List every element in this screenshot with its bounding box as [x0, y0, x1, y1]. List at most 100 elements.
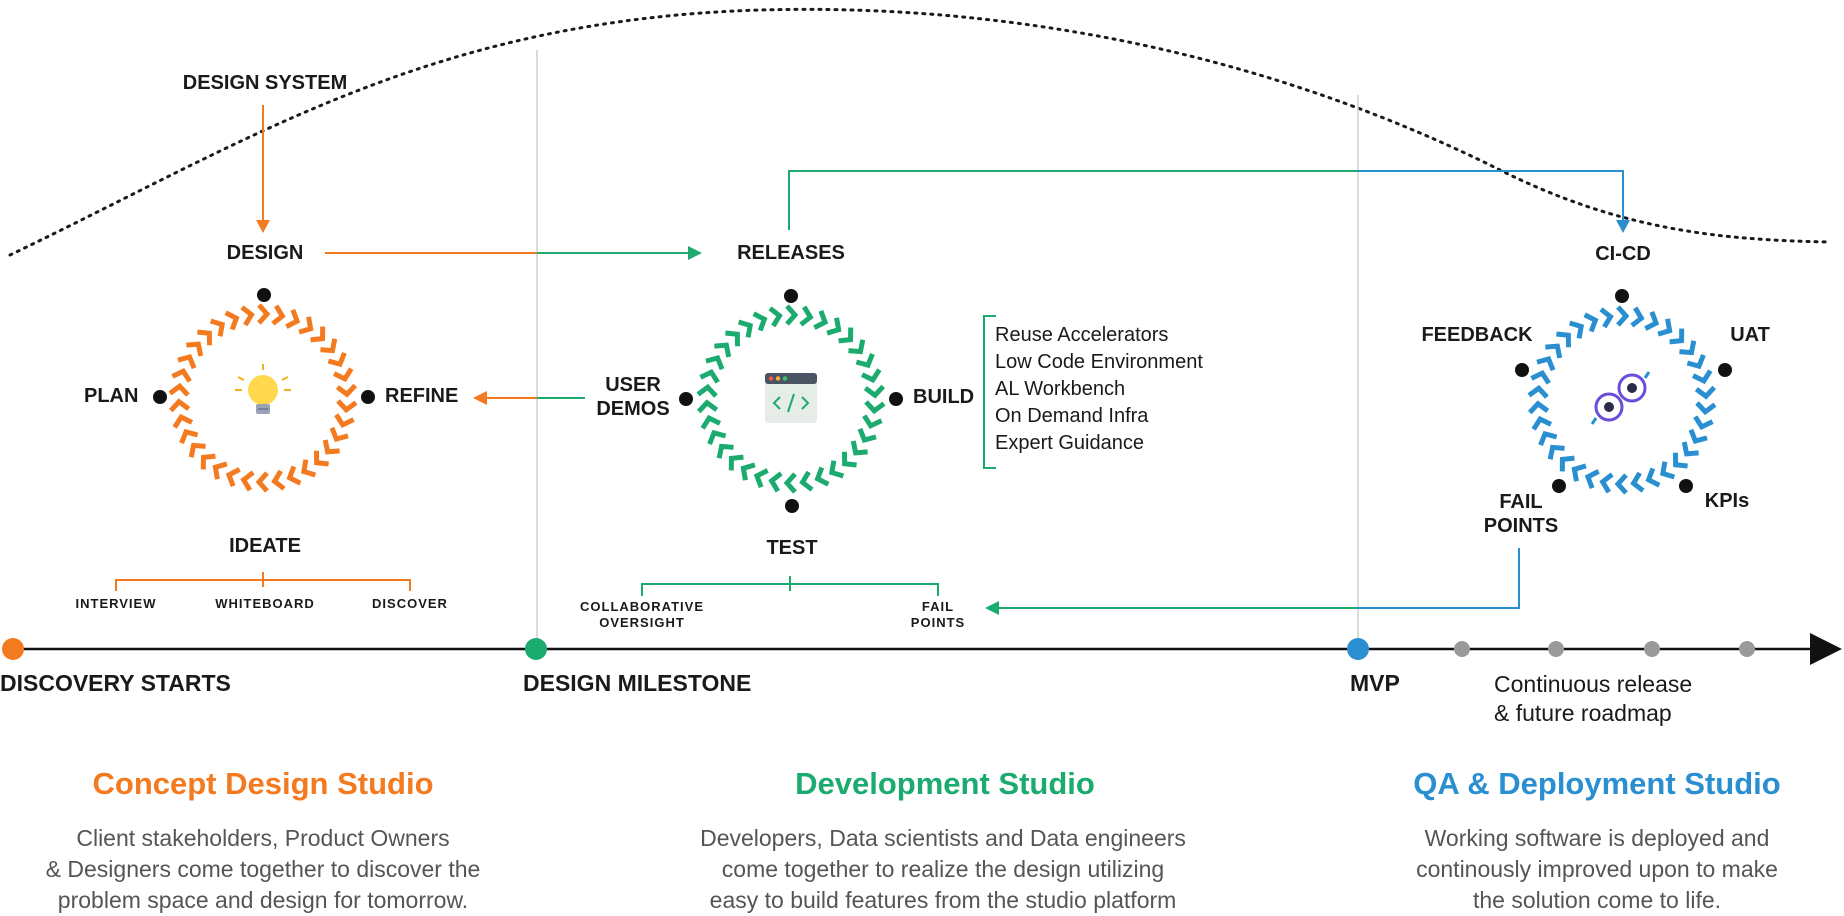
cycle-chevron [799, 305, 814, 327]
cycle-chevron [1659, 461, 1676, 480]
ideate-item: DISCOVER [372, 596, 448, 611]
cycle-chevron [850, 440, 868, 456]
cycle-chevron [1672, 452, 1688, 469]
arrow-head [688, 246, 702, 260]
cycle-chevron [298, 316, 314, 335]
cycle-chevron [828, 460, 845, 479]
cycle-chevron [1538, 430, 1558, 446]
cycle-chevron [1584, 469, 1600, 490]
qa-deployment-studio-title: QA & Deployment Studio [1413, 766, 1781, 801]
cycle-chevron [860, 368, 882, 384]
cycle-chevron [1657, 318, 1673, 337]
cycle-chevron [1644, 310, 1660, 331]
cycle-chevron [752, 311, 768, 332]
cycle-chevron [1583, 312, 1599, 333]
timeline-discovery-label: DISCOVERY STARTS [0, 670, 231, 696]
cycle-chevron [696, 399, 719, 414]
cycle-chevron [197, 329, 213, 346]
cycle-chevron [224, 310, 240, 331]
cycle-chevron [737, 319, 754, 338]
milestone-design [525, 638, 547, 660]
cycle-chevron [864, 400, 886, 415]
qa-fail-points-label: FAIL POINTS [1483, 491, 1559, 537]
cycle-chevron [240, 470, 255, 492]
cycle-chevron [785, 304, 799, 326]
cycle-chevron [1645, 467, 1661, 488]
cycle-chevron [332, 367, 354, 383]
ci-cd-label: CI-CD [1595, 243, 1651, 265]
cycle-chevron [200, 453, 216, 470]
development-cycle-ring [696, 304, 886, 494]
cycle-chevron [271, 304, 286, 326]
cycle-chevron [1531, 415, 1553, 431]
test-item: FAIL POINTS [910, 599, 966, 630]
cycle-chevron [699, 368, 720, 384]
build-tool-item: Reuse Accelerators [995, 324, 1169, 346]
cycle-chevron [1679, 340, 1697, 356]
uat-label: UAT [1730, 324, 1770, 346]
cycle-chevron [707, 429, 727, 445]
cycle-chevron [725, 330, 741, 347]
plan-label: PLAN [84, 385, 139, 407]
cycle-chevron [841, 451, 857, 468]
timeline-milestone-label: DESIGN MILESTONE [523, 670, 752, 696]
cycle-chevron [320, 338, 338, 354]
cycle-chevron [300, 459, 317, 478]
design-label: DESIGN [226, 242, 304, 264]
cycle-chevron [705, 354, 725, 371]
cycle-chevron [814, 466, 830, 487]
cycle-chevron [855, 353, 875, 369]
cycle-chevron [826, 317, 842, 336]
cycle-chevron [1571, 463, 1587, 482]
arrow-head [1616, 220, 1630, 233]
cycle-chevron [271, 469, 286, 491]
cycle-chevron [838, 327, 854, 344]
cycle-chevron [171, 367, 192, 383]
qa-deployment-studio-description: Working software is deployed and contino… [1416, 825, 1778, 913]
cycle-chevron [799, 470, 814, 492]
ideate-label: IDEATE [229, 535, 301, 557]
build-tool-item: Expert Guidance [995, 432, 1144, 454]
cycle-chevron [768, 471, 783, 493]
cycle-chevron [728, 454, 744, 471]
arrow-head [473, 391, 487, 405]
cycle-chevron [1547, 444, 1565, 460]
ideate-item: INTERVIEW [75, 596, 157, 611]
cycle-chevron [335, 383, 358, 398]
cycle-chevron [1527, 400, 1550, 415]
cycle-chevron [257, 303, 271, 325]
cycle-chevron [1530, 369, 1551, 385]
cycle-chevron [329, 426, 349, 443]
cycle-chevron [310, 326, 326, 343]
cycle-chevron [327, 352, 347, 368]
cycle-chevron [1599, 307, 1614, 329]
cycle-chevron [1694, 385, 1717, 400]
gears-icon [1590, 371, 1651, 425]
build-tool-item: Low Code Environment [995, 351, 1203, 373]
cycle-chevron [1693, 415, 1714, 431]
milestone-mvp [1347, 638, 1369, 660]
cycle-chevron [783, 472, 797, 494]
cycle-chevron [848, 339, 866, 355]
cycle-chevron [1630, 471, 1645, 493]
code-window-icon [765, 373, 817, 423]
cycle-chevron [1681, 441, 1699, 457]
cycle-chevron [168, 382, 190, 397]
cycle-chevron [286, 465, 302, 486]
releases-label: RELEASES [737, 242, 845, 264]
cycle-chevron [285, 308, 301, 329]
build-tools-list: Reuse Accelerators Low Code Environment … [995, 322, 1203, 457]
cycle-chevron [1599, 472, 1614, 494]
cycle-chevron [313, 450, 329, 467]
arrow-head [256, 220, 270, 233]
cycle-chevron [336, 399, 358, 414]
cycle-chevron [1686, 354, 1706, 370]
refine-label: REFINE [385, 385, 459, 407]
timeline-arrow [1810, 633, 1842, 665]
cycle-chevron [179, 428, 199, 444]
kpis-label: KPIs [1704, 490, 1750, 512]
build-tool-item: AL Workbench [995, 378, 1126, 400]
cycle-chevron [700, 414, 722, 430]
cycle-chevron [1559, 455, 1575, 472]
cycle-chevron [1568, 320, 1585, 339]
